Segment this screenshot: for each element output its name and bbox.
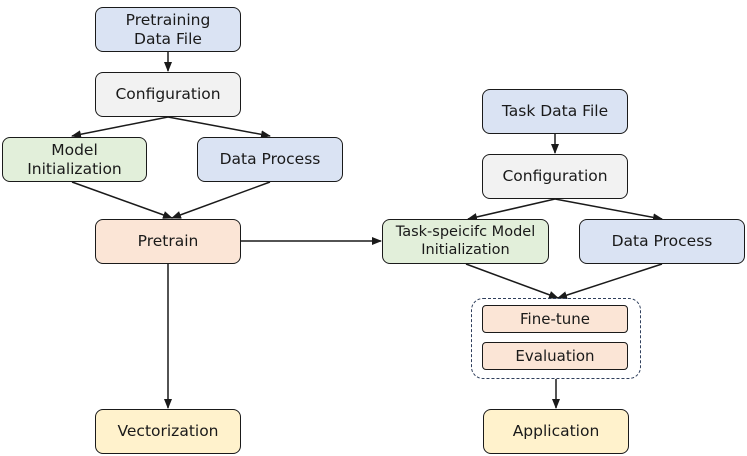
configuration-node-right: Configuration [482,154,628,199]
configuration-label-right: Configuration [502,167,608,186]
arrow-config-to-data-process-left [167,116,271,139]
vectorization-node: Vectorization [95,409,241,454]
pretrain-label: Pretrain [137,232,199,251]
arrow-data-process-left-to-pretrain [171,181,271,219]
task-data-file-node: Task Data File [482,89,628,134]
arrow-task-model-init-to-finetune-group [465,263,559,299]
fine-tune-node: Fine-tune [482,305,628,333]
vectorization-label: Vectorization [117,422,219,441]
application-label: Application [512,422,600,441]
application-node: Application [483,409,629,454]
task-data-file-label: Task Data File [501,102,609,121]
task-specific-model-initialization-node: Task-speicifc Model Initialization [382,219,549,264]
data-process-label-left: Data Process [219,150,321,169]
arrow-config-right-to-task-model-init [467,198,556,221]
finetune-evaluation-group [471,298,641,379]
arrow-data-process-right-to-finetune-group [557,263,663,300]
arrow-config-right-to-data-process-right [554,198,663,222]
pretraining-data-file-label: Pretraining Data File [125,10,211,48]
fine-tune-label: Fine-tune [520,310,590,328]
evaluation-node: Evaluation [482,342,628,370]
data-process-node-left: Data Process [197,137,343,182]
pretrain-node: Pretrain [95,219,241,264]
model-initialization-node: Model Initialization [2,137,147,182]
configuration-node-left: Configuration [95,72,241,117]
data-process-label-right: Data Process [611,232,713,251]
task-specific-model-initialization-label: Task-speicifc Model Initialization [395,224,536,258]
evaluation-label: Evaluation [515,347,595,365]
model-initialization-label: Model Initialization [27,140,122,178]
arrow-model-init-to-pretrain [71,181,173,219]
arrow-config-to-model-init [71,116,169,139]
configuration-label-left: Configuration [115,85,221,104]
pretraining-data-file-node: Pretraining Data File [95,7,241,52]
data-process-node-right: Data Process [579,219,745,264]
